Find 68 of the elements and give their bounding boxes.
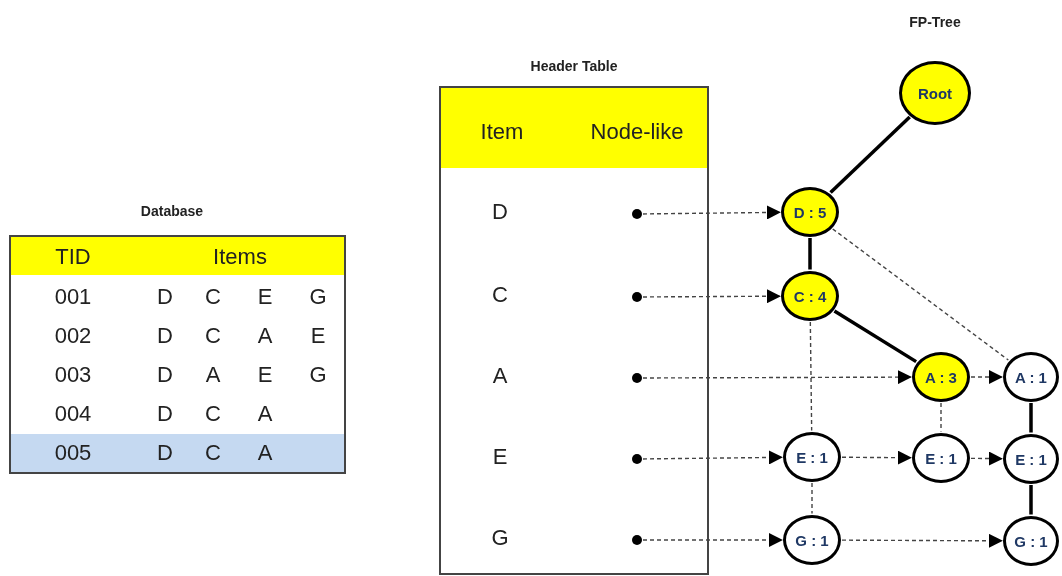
connector [809,321,813,432]
item-text: A [257,440,273,466]
pointer-dot [632,454,642,464]
item-text: A [205,362,221,388]
connector [1029,485,1033,515]
connector [970,370,1003,384]
connector [808,238,812,270]
item-text: G [309,362,327,388]
section-title: FP-Tree [909,14,961,30]
connector [832,228,1009,361]
item-text: C [205,323,221,349]
item-text: D [157,284,173,310]
tree-node: A : 3 [912,352,970,402]
tree-node: E : 1 [783,432,841,482]
column-heading: Item [480,119,524,145]
item-text: C [205,440,221,466]
connector [642,533,783,547]
tree-node: G : 1 [1003,516,1059,566]
tree-node: E : 1 [912,433,970,483]
item-text: C [205,284,221,310]
item-text: E [310,323,326,349]
tid-text: 001 [54,284,92,310]
connector [1029,403,1033,433]
tree-node: D : 5 [781,187,839,237]
tid-text: 002 [54,323,92,349]
item-text: D [157,323,173,349]
tree-node: Root [899,61,971,125]
column-heading: Items [213,244,267,270]
tree-node: C : 4 [781,271,839,321]
tid-text: 003 [54,362,92,388]
item-text: A [492,363,508,389]
connector [642,205,781,220]
item-text: D [157,440,173,466]
pointer-dot [632,209,642,219]
tid-text: 005 [54,440,92,466]
pointer-dot [632,292,642,302]
tid-text: 004 [54,401,92,427]
tree-node: G : 1 [783,515,841,565]
connector [642,370,912,385]
item-text: E [257,284,273,310]
connector [841,533,1003,548]
tree-node: A : 1 [1003,352,1059,402]
item-text: E [492,444,508,470]
item-text: D [157,401,173,427]
pointer-dot [632,373,642,383]
item-text: E [257,362,273,388]
connector [829,115,911,194]
table-title: Header Table [529,58,619,74]
item-text: A [257,401,273,427]
connector [642,289,781,304]
connector [970,451,1003,466]
item-text: D [492,199,508,225]
item-text: C [492,282,508,308]
table-title: Database [140,203,204,219]
tree-node: E : 1 [1003,434,1059,484]
connector [642,450,783,465]
pointer-dot [632,535,642,545]
item-text: G [309,284,327,310]
item-text: A [257,323,273,349]
connector [833,309,918,364]
item-text: C [205,401,221,427]
connector [841,450,912,465]
connector [811,482,813,515]
column-heading: Node-like [590,119,684,145]
column-heading: TID [55,244,91,270]
connector [940,402,942,433]
item-text: D [157,362,173,388]
item-text: G [491,525,509,551]
